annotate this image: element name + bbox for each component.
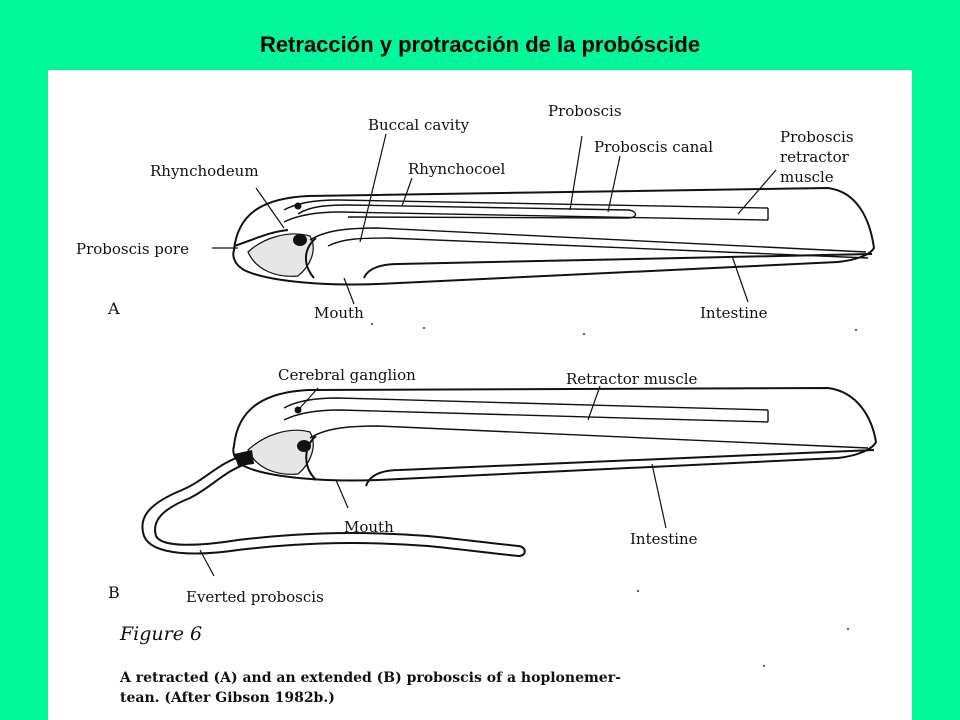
worm-a-rhynchocoel-upper — [283, 199, 769, 211]
worm-b-intestine-lower — [365, 449, 875, 487]
label-proboscis: Proboscis — [548, 102, 622, 120]
label-retractor-line1: Proboscis — [780, 128, 854, 146]
worm-b-ganglion-dot — [294, 406, 302, 414]
worm-b-rhynchocoel-upper — [283, 397, 769, 411]
caption-line-1: A retracted (A) and an extended (B) prob… — [119, 670, 621, 686]
panel-letter-b: B — [108, 583, 120, 602]
leader-buccal-cavity — [359, 133, 387, 243]
worm-a-rhynchocoel-lower — [283, 211, 769, 223]
leader-proboscis-canal — [607, 155, 621, 213]
scan-specks — [371, 323, 857, 667]
figure-panel: Proboscis Buccal cavity Proboscis canal … — [48, 70, 912, 720]
leader-cerebral-ganglion — [299, 387, 319, 409]
worm-a-mouth-hook — [305, 237, 317, 279]
label-rhynchocoel: Rhynchocoel — [408, 160, 505, 178]
worm-a-gut-lower — [327, 237, 869, 259]
worm-b-gut-upper — [309, 425, 869, 449]
leader-intestine-a — [731, 255, 749, 303]
leader-proboscis — [569, 135, 583, 211]
worm-a — [232, 186, 876, 286]
leader-intestine-b — [651, 463, 667, 529]
figure-title: Figure 6 — [119, 623, 202, 645]
worm-a-body — [232, 186, 876, 286]
leader-rhynchocoel — [401, 177, 413, 207]
label-everted-proboscis: Everted proboscis — [186, 588, 324, 606]
label-retractor-line2: retractor — [780, 148, 850, 166]
worm-b-rhynchocoel-lower — [283, 409, 769, 423]
caption-line-2: tean. (After Gibson 1982b.) — [120, 690, 335, 706]
everted-proboscis-outer — [141, 453, 519, 557]
worm-a-intestine-lower — [363, 253, 873, 279]
worm-a-blob — [293, 234, 307, 246]
label-rhynchodeum: Rhynchodeum — [150, 162, 259, 180]
worm-b-head-stipple — [247, 429, 314, 475]
worm-a-head-lobe — [233, 229, 289, 247]
everted-proboscis-tip — [517, 545, 526, 557]
worm-a-gut-upper — [309, 227, 867, 253]
label-intestine-b: Intestine — [630, 530, 698, 548]
leader-mouth-a — [343, 277, 355, 305]
everted-proboscis-base — [234, 450, 254, 466]
label-intestine-a: Intestine — [700, 304, 768, 322]
leader-everted-proboscis — [199, 549, 215, 577]
leader-rhynchodeum — [255, 187, 285, 229]
nemertean-diagram: Proboscis Buccal cavity Proboscis canal … — [76, 102, 878, 706]
worm-a-proboscis-inner-1 — [297, 204, 637, 219]
worm-a-ganglion-dot — [294, 202, 302, 210]
label-mouth-b: Mouth — [344, 518, 394, 536]
panel-a-leaders — [212, 133, 777, 305]
label-cerebral-ganglion: Cerebral ganglion — [278, 366, 416, 384]
panel-b-leaders — [199, 385, 667, 577]
leader-retractor — [737, 169, 777, 215]
label-mouth-a: Mouth — [314, 304, 364, 322]
leader-retractor-muscle — [587, 385, 601, 421]
leader-mouth-b — [335, 479, 349, 509]
label-proboscis-canal: Proboscis canal — [594, 138, 713, 156]
worm-b-mouth-hook — [305, 435, 317, 481]
label-buccal-cavity: Buccal cavity — [368, 116, 470, 134]
label-retractor-line3: muscle — [780, 168, 834, 186]
label-retractor-muscle: Retractor muscle — [566, 370, 697, 388]
label-proboscis-pore: Proboscis pore — [76, 240, 189, 258]
everted-proboscis-inner — [154, 461, 519, 547]
panel-letter-a: A — [107, 299, 120, 318]
slide-title: Retracción y protracción de la probóscid… — [259, 32, 701, 57]
worm-b-blob — [297, 440, 311, 452]
worm-b — [141, 386, 878, 557]
